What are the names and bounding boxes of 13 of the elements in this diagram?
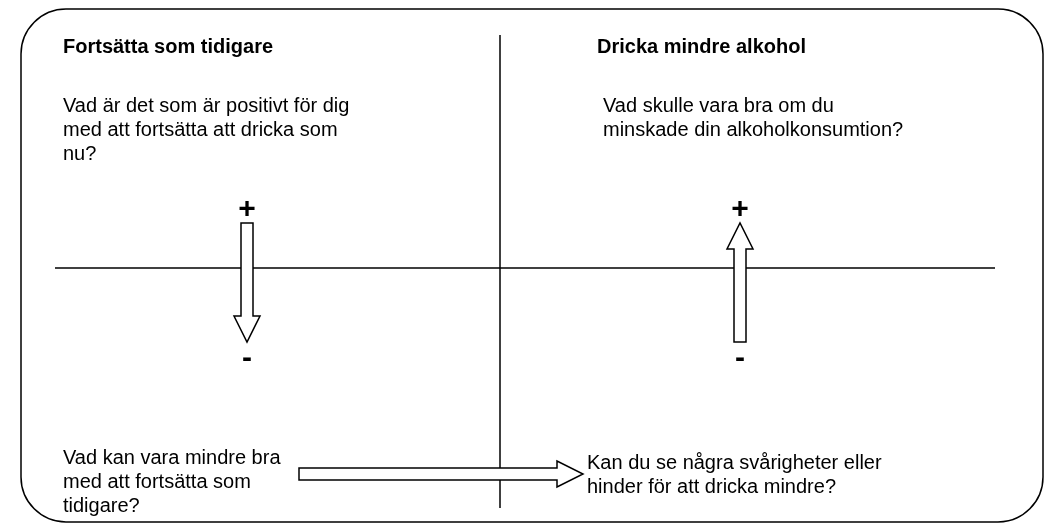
question-text: Vad kan vara mindre bra med att fortsätta som tidigare? xyxy=(63,445,295,517)
block-arrow xyxy=(725,221,755,343)
question-text: Vad är det som är positivt för dig med att fortsätta att dricka som nu? xyxy=(63,93,351,165)
column-heading: Fortsätta som tidigare xyxy=(63,34,275,58)
plus-sign: + xyxy=(728,193,752,223)
block-arrow xyxy=(298,459,585,489)
question-text: Vad skulle vara bra om du minskade din alkoholkonsumtion? xyxy=(603,93,905,141)
plus-sign: + xyxy=(235,193,259,223)
minus-sign: - xyxy=(235,342,259,372)
block-arrow xyxy=(232,222,262,344)
column-heading: Dricka mindre alkohol xyxy=(597,34,807,58)
minus-sign: - xyxy=(728,342,752,372)
question-text: Kan du se några svårigheter eller hinder för att dricka mindre? xyxy=(587,450,922,498)
